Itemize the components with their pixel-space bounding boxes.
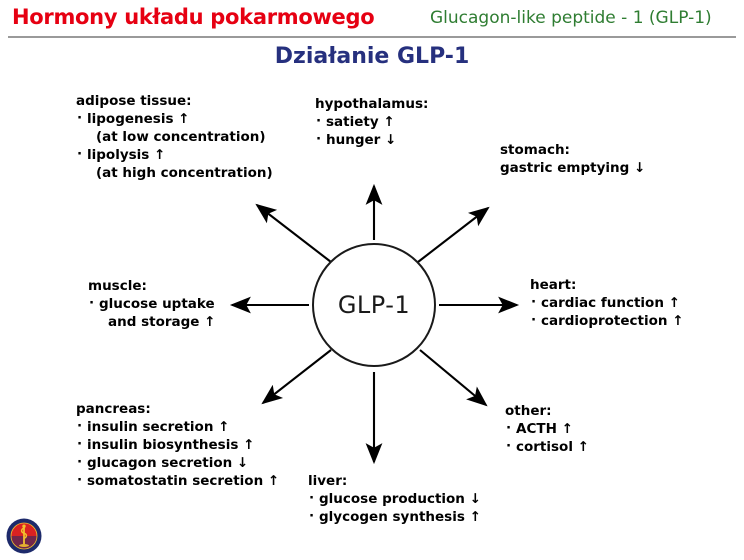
node-heart: heart: cardiac function ↑ cardioprotecti… (530, 276, 684, 330)
page-header: Hormony układu pokarmowego Glucagon-like… (0, 0, 744, 38)
node-pancreas-item-4: somatostatin secretion ↑ (76, 471, 279, 490)
node-liver: liver: glucose production ↓ glycogen syn… (308, 472, 481, 526)
node-muscle-item-2: and storage ↑ (108, 314, 216, 330)
node-heart-title: heart: (530, 277, 577, 293)
node-pancreas-item-1: insulin secretion ↑ (76, 417, 279, 436)
node-adipose-item-2: (at low concentration) (96, 129, 266, 145)
header-subtitle-english: Glucagon-like peptide - 1 (GLP-1) (430, 8, 712, 28)
glp1-center-node: GLP-1 (312, 243, 436, 367)
medical-academy-seal-logo (6, 518, 42, 554)
node-pancreas: pancreas: insulin secretion ↑ insulin bi… (76, 400, 279, 490)
node-stomach-title: stomach: (500, 142, 570, 158)
header-title-polish: Hormony układu pokarmowego (12, 5, 375, 29)
node-adipose-title: adipose tissue: (76, 93, 192, 109)
node-pancreas-item-3: glucagon secretion ↓ (76, 453, 279, 472)
node-other-title: other: (505, 403, 552, 419)
node-liver-title: liver: (308, 473, 348, 489)
glp1-center-label: GLP-1 (337, 291, 411, 319)
node-stomach-item-1: gastric emptying ↓ (500, 160, 646, 176)
node-pancreas-item-2: insulin biosynthesis ↑ (76, 435, 279, 454)
node-liver-item-1: glucose production ↓ (308, 489, 481, 508)
arrow-to-adipose (255, 203, 332, 263)
arrow-to-stomach (417, 206, 490, 263)
node-other-item-1: ACTH ↑ (505, 419, 589, 438)
node-adipose-tissue: adipose tissue: lipogenesis ↑ (at low co… (76, 92, 273, 182)
arrow-to-other (419, 349, 488, 407)
node-hypothalamus-item-2: hunger ↓ (315, 130, 428, 149)
node-other-item-2: cortisol ↑ (505, 437, 589, 456)
node-adipose-item-4: (at high concentration) (96, 165, 273, 181)
node-pancreas-title: pancreas: (76, 401, 151, 417)
node-adipose-item-1: lipogenesis ↑ (76, 109, 273, 128)
node-stomach: stomach: gastric emptying ↓ (500, 141, 645, 177)
page-title: Działanie GLP-1 (274, 44, 470, 69)
node-hypothalamus-item-1: satiety ↑ (315, 112, 428, 131)
node-heart-item-1: cardiac function ↑ (530, 293, 684, 312)
node-hypothalamus: hypothalamus: satiety ↑ hunger ↓ (315, 95, 428, 149)
node-muscle-title: muscle: (88, 278, 147, 294)
node-muscle: muscle: glucose uptake and storage ↑ (88, 277, 215, 331)
header-divider (8, 36, 736, 38)
node-liver-item-2: glycogen synthesis ↑ (308, 507, 481, 526)
node-hypothalamus-title: hypothalamus: (315, 96, 429, 112)
node-heart-item-2: cardioprotection ↑ (530, 311, 684, 330)
arrow-to-pancreas (261, 349, 332, 405)
node-other: other: ACTH ↑ cortisol ↑ (505, 402, 589, 456)
node-adipose-item-3: lipolysis ↑ (76, 145, 273, 164)
node-muscle-item-1: glucose uptake (88, 294, 215, 313)
